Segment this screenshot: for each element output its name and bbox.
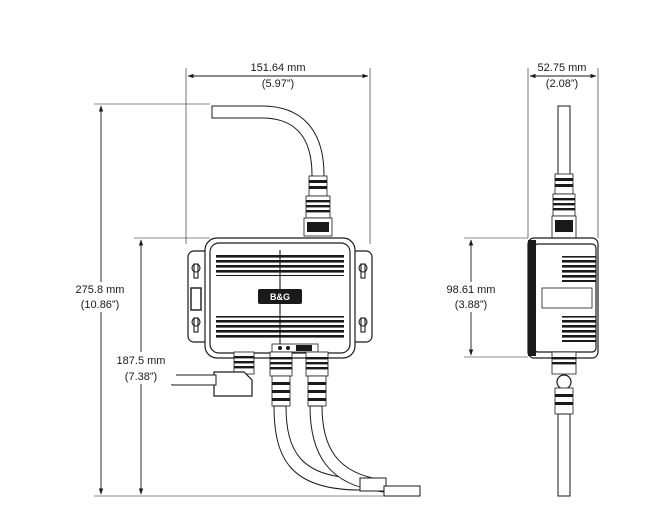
- side-top-cable: [557, 105, 571, 177]
- front-enclosure: B&G: [187, 237, 373, 359]
- logo-badge: B&G: [258, 289, 302, 304]
- side-upper-grip: [562, 256, 596, 282]
- mounting-slot: [191, 317, 201, 333]
- logo-text: B&G: [270, 292, 290, 302]
- side-top-connector: [551, 173, 577, 239]
- dimension-lower-height: 187.5 mm (7.38”): [106, 237, 210, 495]
- top-connector: [303, 175, 333, 237]
- lower-height-mm: 187.5 mm: [117, 355, 166, 367]
- side-bottom-cable: [557, 413, 571, 497]
- side-height-inch: (3.88”): [455, 299, 487, 311]
- status-window: [190, 287, 202, 311]
- left-elbow-connector: [171, 351, 255, 397]
- mounting-slot: [358, 263, 368, 279]
- dimension-side-width: 52.75 mm (2.08”): [527, 62, 599, 238]
- top-cable: [211, 105, 325, 179]
- mounting-slot: [191, 263, 201, 279]
- side-width-mm: 52.75 mm: [538, 62, 587, 74]
- side-width-inch: (2.08”): [546, 78, 578, 90]
- dimension-side-height: 98.61 mm (3.88”): [436, 237, 528, 358]
- side-view: [527, 105, 599, 497]
- front-width-inch: (5.97”): [262, 78, 294, 90]
- bottom-connector-b: [305, 351, 329, 407]
- lower-height-inch: (7.38”): [125, 371, 157, 383]
- bottom-connector-a: [269, 351, 293, 407]
- mounting-slot: [358, 317, 368, 333]
- front-view: B&G: [171, 105, 421, 497]
- front-width-mm: 151.64 mm: [250, 62, 305, 74]
- dimension-front-width: 151.64 mm (5.97”): [185, 62, 371, 244]
- side-height-mm: 98.61 mm: [447, 284, 496, 296]
- overall-height-mm: 275.8 mm: [76, 284, 125, 296]
- side-enclosure: [527, 237, 599, 359]
- dimension-overall-height: 275.8 mm (10.86”): [62, 103, 420, 497]
- side-bottom-connector: [551, 351, 577, 415]
- side-lower-grip: [562, 316, 596, 342]
- overall-height-inch: (10.86”): [81, 299, 120, 311]
